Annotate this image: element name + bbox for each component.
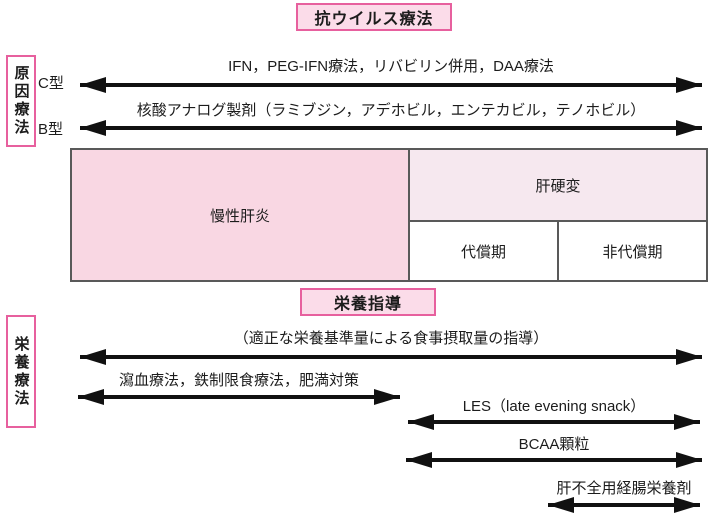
les-arrow [408, 414, 700, 430]
antiviral-therapy-title: 抗ウイルス療法 [314, 11, 434, 28]
disease-stage-table: 慢性肝炎 肝硬変 代償期 非代償期 [70, 148, 708, 282]
nutrition-guidance-title-box: 栄養指導 [300, 288, 436, 316]
nutrition-therapy-side-label: 栄養療法 [6, 315, 36, 428]
cell-compensated: 代償期 [408, 220, 557, 280]
phlebotomy-label: 瀉血療法，鉄制限食療法，肥満対策 [118, 372, 359, 389]
cell-decompensated: 非代償期 [557, 220, 706, 280]
hepatitis-b-therapy-label: 核酸アナログ製剤（ラミブジン，アデホビル，エンテカビル，テノホビル） [136, 102, 646, 119]
antiviral-therapy-title-box: 抗ウイルス療法 [296, 3, 452, 31]
nutrition-guidance-title: 栄養指導 [333, 296, 402, 313]
compensated-label: 代償期 [460, 243, 506, 261]
causal-therapy-side-text: 原因療法 [12, 65, 30, 137]
decompensated-label: 非代償期 [602, 243, 663, 261]
enteral-nutrition-arrow [548, 497, 700, 513]
hepatitis-b-therapy-arrow [80, 120, 702, 136]
causal-therapy-side-label: 原因療法 [6, 55, 36, 147]
cell-chronic-hepatitis: 慢性肝炎 [72, 150, 408, 280]
hepatitis-c-therapy-label: IFN，PEG-IFN療法，リバビリン併用，DAA療法 [228, 58, 554, 75]
bcaa-label: BCAA顆粒 [518, 436, 590, 453]
cirrhosis-label: 肝硬変 [535, 177, 581, 195]
enteral-nutrition-label: 肝不全用経腸栄養剤 [556, 480, 692, 497]
chronic-hepatitis-label: 慢性肝炎 [209, 207, 270, 225]
phlebotomy-arrow [78, 389, 400, 405]
nutrition-therapy-side-text: 栄養療法 [12, 335, 30, 408]
hepatitis-c-therapy-arrow [80, 77, 702, 93]
cell-cirrhosis: 肝硬変 [408, 150, 706, 220]
hepatitis-b-label: B型 [38, 121, 64, 138]
hepatitis-c-label: C型 [38, 75, 64, 92]
dietary-guidance-arrow [80, 349, 702, 365]
dietary-guidance-label: （適正な栄養基準量による食事摂取量の指導） [233, 330, 549, 347]
les-label: LES（late evening snack） [462, 398, 646, 415]
bcaa-arrow [406, 452, 702, 468]
